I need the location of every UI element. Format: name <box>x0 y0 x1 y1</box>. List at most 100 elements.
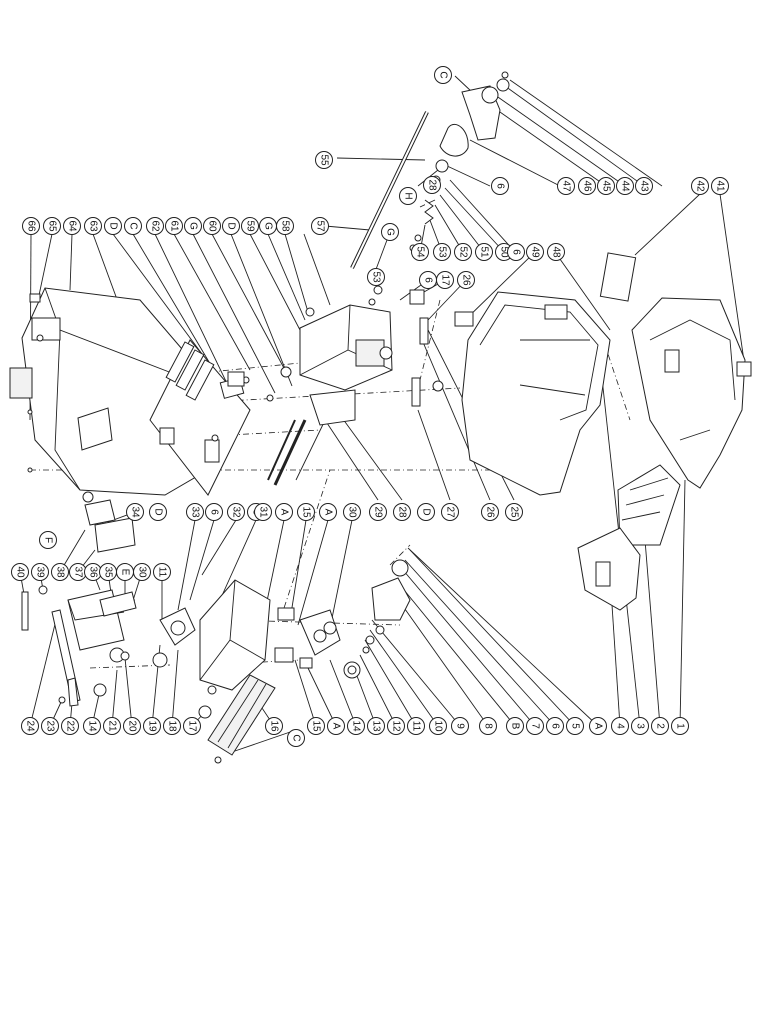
callout-circle <box>589 717 607 735</box>
callout-label: 28 <box>397 506 408 518</box>
callout-51: 51 <box>475 243 493 261</box>
callout-label: 55 <box>319 154 330 166</box>
callout-label: D <box>153 508 164 515</box>
callout-label: 41 <box>715 180 726 192</box>
callout-label: H <box>403 192 414 199</box>
callout-label: 63 <box>88 220 99 232</box>
callout-circle <box>399 187 417 205</box>
callout-label: 13 <box>371 720 382 732</box>
callout-label: 20 <box>127 720 138 732</box>
callout-28: 28 <box>423 176 441 194</box>
callout-h: H <box>399 187 417 205</box>
callout-label: 59 <box>245 220 256 232</box>
callout-circle <box>186 503 204 521</box>
callout-label: 8 <box>483 723 494 729</box>
callout-label: E <box>120 569 131 576</box>
callout-label: 37 <box>73 566 84 578</box>
callout-5: 5 <box>566 717 584 735</box>
part-left-lower-parts <box>21 499 137 707</box>
callout-circle <box>433 243 451 261</box>
callout-circle <box>407 717 425 735</box>
callout-label: 38 <box>55 566 66 578</box>
callout-label: 12 <box>391 720 402 732</box>
callout-a: A <box>319 503 337 521</box>
callout-label: 34 <box>130 506 141 518</box>
callout-label: 2 <box>655 723 666 729</box>
callout-circle <box>143 717 161 735</box>
callout-37: 37 <box>69 563 87 581</box>
callout-label: 5 <box>570 723 581 729</box>
part-small-hardware <box>27 285 474 503</box>
callout-8: 8 <box>479 717 497 735</box>
callout-label: D <box>226 222 237 229</box>
callout-64: 64 <box>63 217 81 235</box>
callout-27: 27 <box>441 503 459 521</box>
callout-54: 54 <box>411 243 429 261</box>
callout-circle <box>367 717 385 735</box>
callout-a: A <box>589 717 607 735</box>
callout-label: A <box>279 509 290 516</box>
callout-circle <box>315 151 333 169</box>
callout-circle <box>124 217 142 235</box>
callout-label: 45 <box>601 180 612 192</box>
callout-label: 11 <box>157 567 168 578</box>
callout-label: 6 <box>550 723 561 729</box>
callout-circle <box>275 503 293 521</box>
callout-label: 39 <box>35 566 46 578</box>
callout-circle <box>578 177 596 195</box>
callout-b: B <box>506 717 524 735</box>
callout-circle <box>691 177 709 195</box>
callout-circle <box>184 217 202 235</box>
callout-15: 15 <box>297 503 315 521</box>
callout-label: 21 <box>107 720 118 732</box>
callout-circle <box>631 717 649 735</box>
callout-label: 60 <box>207 220 218 232</box>
callout-label: 18 <box>167 720 178 732</box>
callout-label: 6 <box>423 277 434 283</box>
callout-circle <box>133 563 151 581</box>
callout-circle <box>84 217 102 235</box>
callout-circle <box>369 503 387 521</box>
callout-circle <box>566 717 584 735</box>
callout-label: 47 <box>561 180 572 192</box>
callout-33: 33 <box>186 503 204 521</box>
callout-circle <box>454 243 472 261</box>
callout-circle <box>423 176 441 194</box>
callout-circle <box>506 717 524 735</box>
callout-38: 38 <box>51 563 69 581</box>
callout-circle <box>265 717 283 735</box>
callout-label: G <box>188 222 199 230</box>
callout-55: 55 <box>315 151 333 169</box>
callout-circle <box>11 563 29 581</box>
callout-circle <box>347 717 365 735</box>
callout-label: 36 <box>88 566 99 578</box>
callout-label: 44 <box>620 180 631 192</box>
callout-49: 49 <box>526 243 544 261</box>
callout-label: 46 <box>582 180 593 192</box>
callout-label: 49 <box>530 246 541 258</box>
part-grid-block-3 <box>617 464 681 546</box>
callout-a: A <box>327 717 345 735</box>
callout-label: 43 <box>639 180 650 192</box>
callout-circle <box>287 729 305 747</box>
callout-30: 30 <box>343 503 361 521</box>
callout-39: 39 <box>31 563 49 581</box>
callout-circle <box>436 271 454 289</box>
callout-label: 17 <box>187 720 198 732</box>
callout-circle <box>635 177 653 195</box>
callout-label: D <box>108 222 119 229</box>
callout-label: 58 <box>280 220 291 232</box>
callout-25: 25 <box>505 503 523 521</box>
callout-label: 6 <box>511 249 522 255</box>
callout-14: 14 <box>347 717 365 735</box>
callout-circle <box>39 531 57 549</box>
callout-label: B <box>510 723 521 730</box>
callout-label: 50 <box>499 246 510 258</box>
callout-label: 17 <box>440 274 451 286</box>
callout-label: A <box>331 723 342 730</box>
callout-circle <box>307 717 325 735</box>
callout-11: 11 <box>153 563 171 581</box>
callout-6: 6 <box>205 503 223 521</box>
callout-label: 6 <box>495 183 506 189</box>
callout-label: 29 <box>373 506 384 518</box>
